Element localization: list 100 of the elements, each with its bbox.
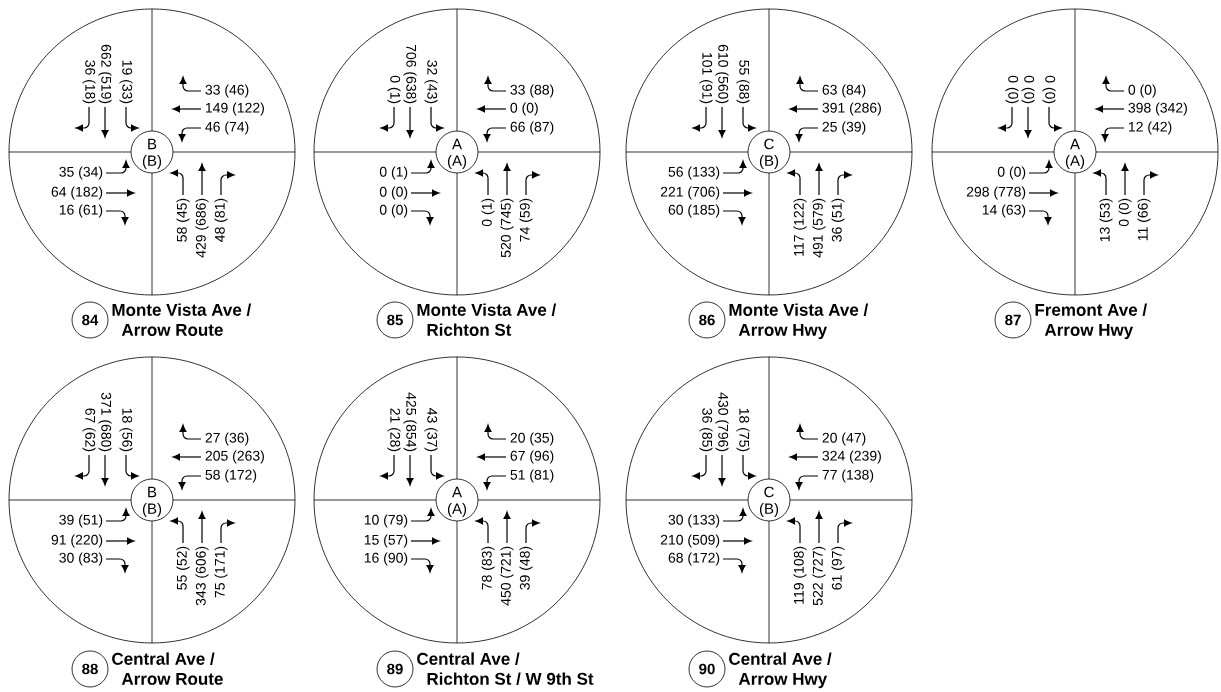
volume-label: 91 (220): [51, 534, 103, 548]
volume-label: 117 (122): [793, 198, 807, 256]
street-name: Monte Vista Ave / Richton St: [417, 303, 557, 336]
street-name: Monte Vista Ave / Arrow Hwy: [729, 303, 869, 340]
grade-letter: (B): [759, 503, 779, 517]
volume-label: 0 (0): [1128, 84, 1156, 98]
volume-label: 522 (727): [812, 546, 826, 606]
volume-label: 119 (108): [793, 546, 807, 604]
volume-label: 15 (57): [364, 534, 408, 548]
grade-letter: A: [452, 138, 462, 150]
volume-label: 48 (81): [214, 198, 228, 242]
volume-label: 36 (85): [699, 408, 713, 452]
volume-label: 55 (88): [736, 60, 750, 104]
grade-letter: (A): [447, 155, 467, 169]
volume-label: 39 (51): [59, 514, 103, 528]
grade-letter: (A): [1065, 155, 1085, 169]
volume-label: 425 (854): [403, 392, 417, 452]
volume-label: 63 (84): [822, 84, 866, 98]
volume-label: 610 (560): [715, 44, 729, 104]
volume-label: 13 (53): [1099, 198, 1113, 242]
volume-label: 30 (83): [59, 552, 103, 566]
volume-label: 205 (263): [205, 450, 264, 464]
volume-label: 66 (87): [510, 121, 554, 135]
volume-label: 101 (91): [699, 53, 713, 104]
volume-label: 51 (81): [510, 469, 554, 483]
street-name: Central Ave / Arrow Hwy: [729, 652, 832, 689]
grade-letter: (B): [142, 155, 162, 169]
volume-label: 491 (579): [812, 198, 826, 258]
volume-label: 58 (45): [176, 198, 190, 242]
volume-label: 30 (133): [668, 514, 720, 528]
volume-label: 78 (83): [481, 546, 495, 590]
street-name: Fremont Ave / Arrow Hwy: [1035, 303, 1147, 340]
grade-letter: A: [1070, 138, 1080, 150]
volume-label: 149 (122): [205, 102, 264, 116]
street-name: Central Ave / Arrow Route: [112, 652, 223, 685]
volume-label: 10 (79): [364, 514, 408, 528]
grade-letter: B: [148, 486, 157, 498]
volume-label: 16 (61): [59, 204, 103, 218]
volume-label: 429 (686): [195, 198, 209, 258]
volume-label: 20 (35): [510, 432, 554, 446]
volume-label: 0 (1): [387, 75, 401, 104]
volume-label: 21 (28): [387, 408, 401, 452]
volume-label: 18 (75): [736, 408, 750, 452]
volume-label: 67 (62): [82, 408, 96, 452]
volume-label: 20 (47): [822, 432, 866, 446]
volume-label: 210 (509): [660, 534, 720, 548]
volume-label: 36 (18): [82, 60, 96, 104]
grade-letter: C: [764, 138, 774, 150]
volume-label: 16 (90): [364, 552, 408, 566]
volume-label: 0 (0): [1021, 75, 1035, 104]
volume-label: 371 (680): [98, 392, 112, 452]
volume-label: 0 (0): [1042, 75, 1056, 104]
volume-label: 0 (1): [481, 198, 495, 227]
volume-label: 39 (48): [519, 546, 533, 590]
volume-label: 61 (97): [831, 546, 845, 590]
volume-label: 60 (185): [668, 204, 720, 218]
volume-label: 0 (0): [1118, 198, 1132, 227]
volume-label: 43 (37): [424, 408, 438, 452]
volume-label: 35 (34): [59, 166, 103, 180]
grade-letter: C: [764, 486, 774, 498]
volume-label: 58 (172): [205, 469, 257, 483]
volume-label: 706 (638): [403, 44, 417, 104]
volume-label: 55 (52): [176, 546, 190, 590]
grade-letter: (A): [447, 503, 467, 517]
street-name: Monte Vista Ave / Arrow Route: [112, 303, 252, 336]
volume-label: 0 (0): [379, 186, 408, 200]
volume-label: 64 (182): [51, 186, 103, 200]
volume-label: 298 (778): [966, 186, 1026, 200]
volume-label: 68 (172): [668, 552, 720, 566]
volume-label: 56 (133): [668, 166, 720, 180]
volume-label: 0 (1): [379, 166, 408, 180]
volume-label: 11 (66): [1137, 198, 1151, 241]
volume-label: 0 (0): [997, 166, 1026, 180]
volume-label: 36 (51): [831, 198, 845, 242]
volume-label: 25 (39): [822, 121, 866, 135]
volume-label: 520 (745): [500, 198, 514, 258]
volume-label: 398 (342): [1128, 102, 1187, 116]
volume-label: 18 (56): [119, 408, 133, 452]
volume-label: 46 (74): [205, 121, 249, 135]
volume-label: 77 (138): [822, 469, 874, 483]
volume-label: 33 (46): [205, 84, 249, 98]
volume-label: 12 (42): [1128, 121, 1172, 135]
grade-letter: (B): [142, 503, 162, 517]
grade-letter: (B): [759, 155, 779, 169]
street-name: Central Ave / Richton St / W 9th St: [417, 652, 594, 686]
volume-label: 662 (519): [98, 44, 112, 104]
volume-label: 14 (63): [982, 204, 1026, 218]
volume-label: 324 (239): [822, 450, 881, 464]
volume-label: 221 (706): [660, 186, 720, 200]
volume-label: 67 (96): [510, 450, 554, 464]
volume-label: 74 (59): [519, 198, 533, 242]
volume-label: 0 (0): [379, 204, 408, 218]
volume-label: 0 (0): [1005, 75, 1019, 104]
volume-label: 0 (0): [510, 102, 538, 116]
volume-label: 19 (33): [119, 60, 133, 104]
volume-label: 75 (171): [214, 546, 228, 598]
volume-label: 33 (88): [510, 84, 554, 98]
grade-letter: B: [148, 138, 157, 150]
volume-label: 391 (286): [822, 102, 881, 116]
volume-label: 450 (721): [500, 546, 514, 606]
